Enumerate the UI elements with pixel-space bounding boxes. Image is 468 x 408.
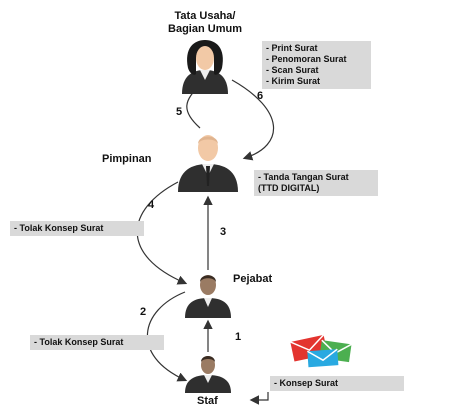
role-title-pejabat: Pejabat — [233, 273, 273, 285]
arrow-step-6 — [231, 79, 274, 161]
note-tolak-konsep-2: - Tolak Konsep Surat — [30, 335, 164, 350]
note-item: - Print Surat — [266, 43, 318, 53]
note-konsep-surat: - Konsep Surat — [270, 376, 404, 391]
male-person-icon — [172, 128, 244, 192]
step-number-4: 4 — [148, 199, 155, 211]
step-number-3: 3 — [220, 226, 227, 238]
step-number-1: 1 — [235, 331, 242, 343]
role-title-staf: Staf — [197, 395, 218, 407]
step-number-6: 6 — [257, 90, 264, 102]
role-title-tata-usaha: Tata Usaha/ Bagian Umum — [150, 10, 260, 36]
arrow-step-2 — [146, 291, 188, 382]
male-person-icon — [183, 353, 233, 393]
note-tolak-konsep-1: - Tolak Konsep Surat — [10, 221, 144, 236]
note-item: (TTD DIGITAL) — [258, 183, 320, 193]
male-person-icon — [183, 270, 233, 318]
envelopes-icon — [290, 332, 354, 368]
note-pimpinan: - Tanda Tangan Surat (TTD DIGITAL) — [254, 170, 378, 196]
note-item: - Kirim Surat — [266, 76, 321, 86]
konsep-connector — [249, 392, 269, 405]
role-title-pimpinan: Pimpinan — [102, 153, 152, 165]
note-tata-usaha: - Print Surat - Penomoran Surat - Scan S… — [262, 41, 371, 89]
step-number-5: 5 — [176, 106, 183, 118]
female-person-icon — [170, 38, 240, 94]
note-item: - Penomoran Surat — [266, 54, 347, 64]
role-title-tata-usaha-line2: Bagian Umum — [168, 23, 242, 35]
step-number-2: 2 — [140, 306, 147, 318]
note-item: - Scan Surat — [266, 65, 319, 75]
note-item: - Tanda Tangan Surat — [258, 172, 349, 182]
role-title-tata-usaha-line1: Tata Usaha/ — [174, 10, 236, 22]
arrow-step-4 — [136, 181, 188, 285]
